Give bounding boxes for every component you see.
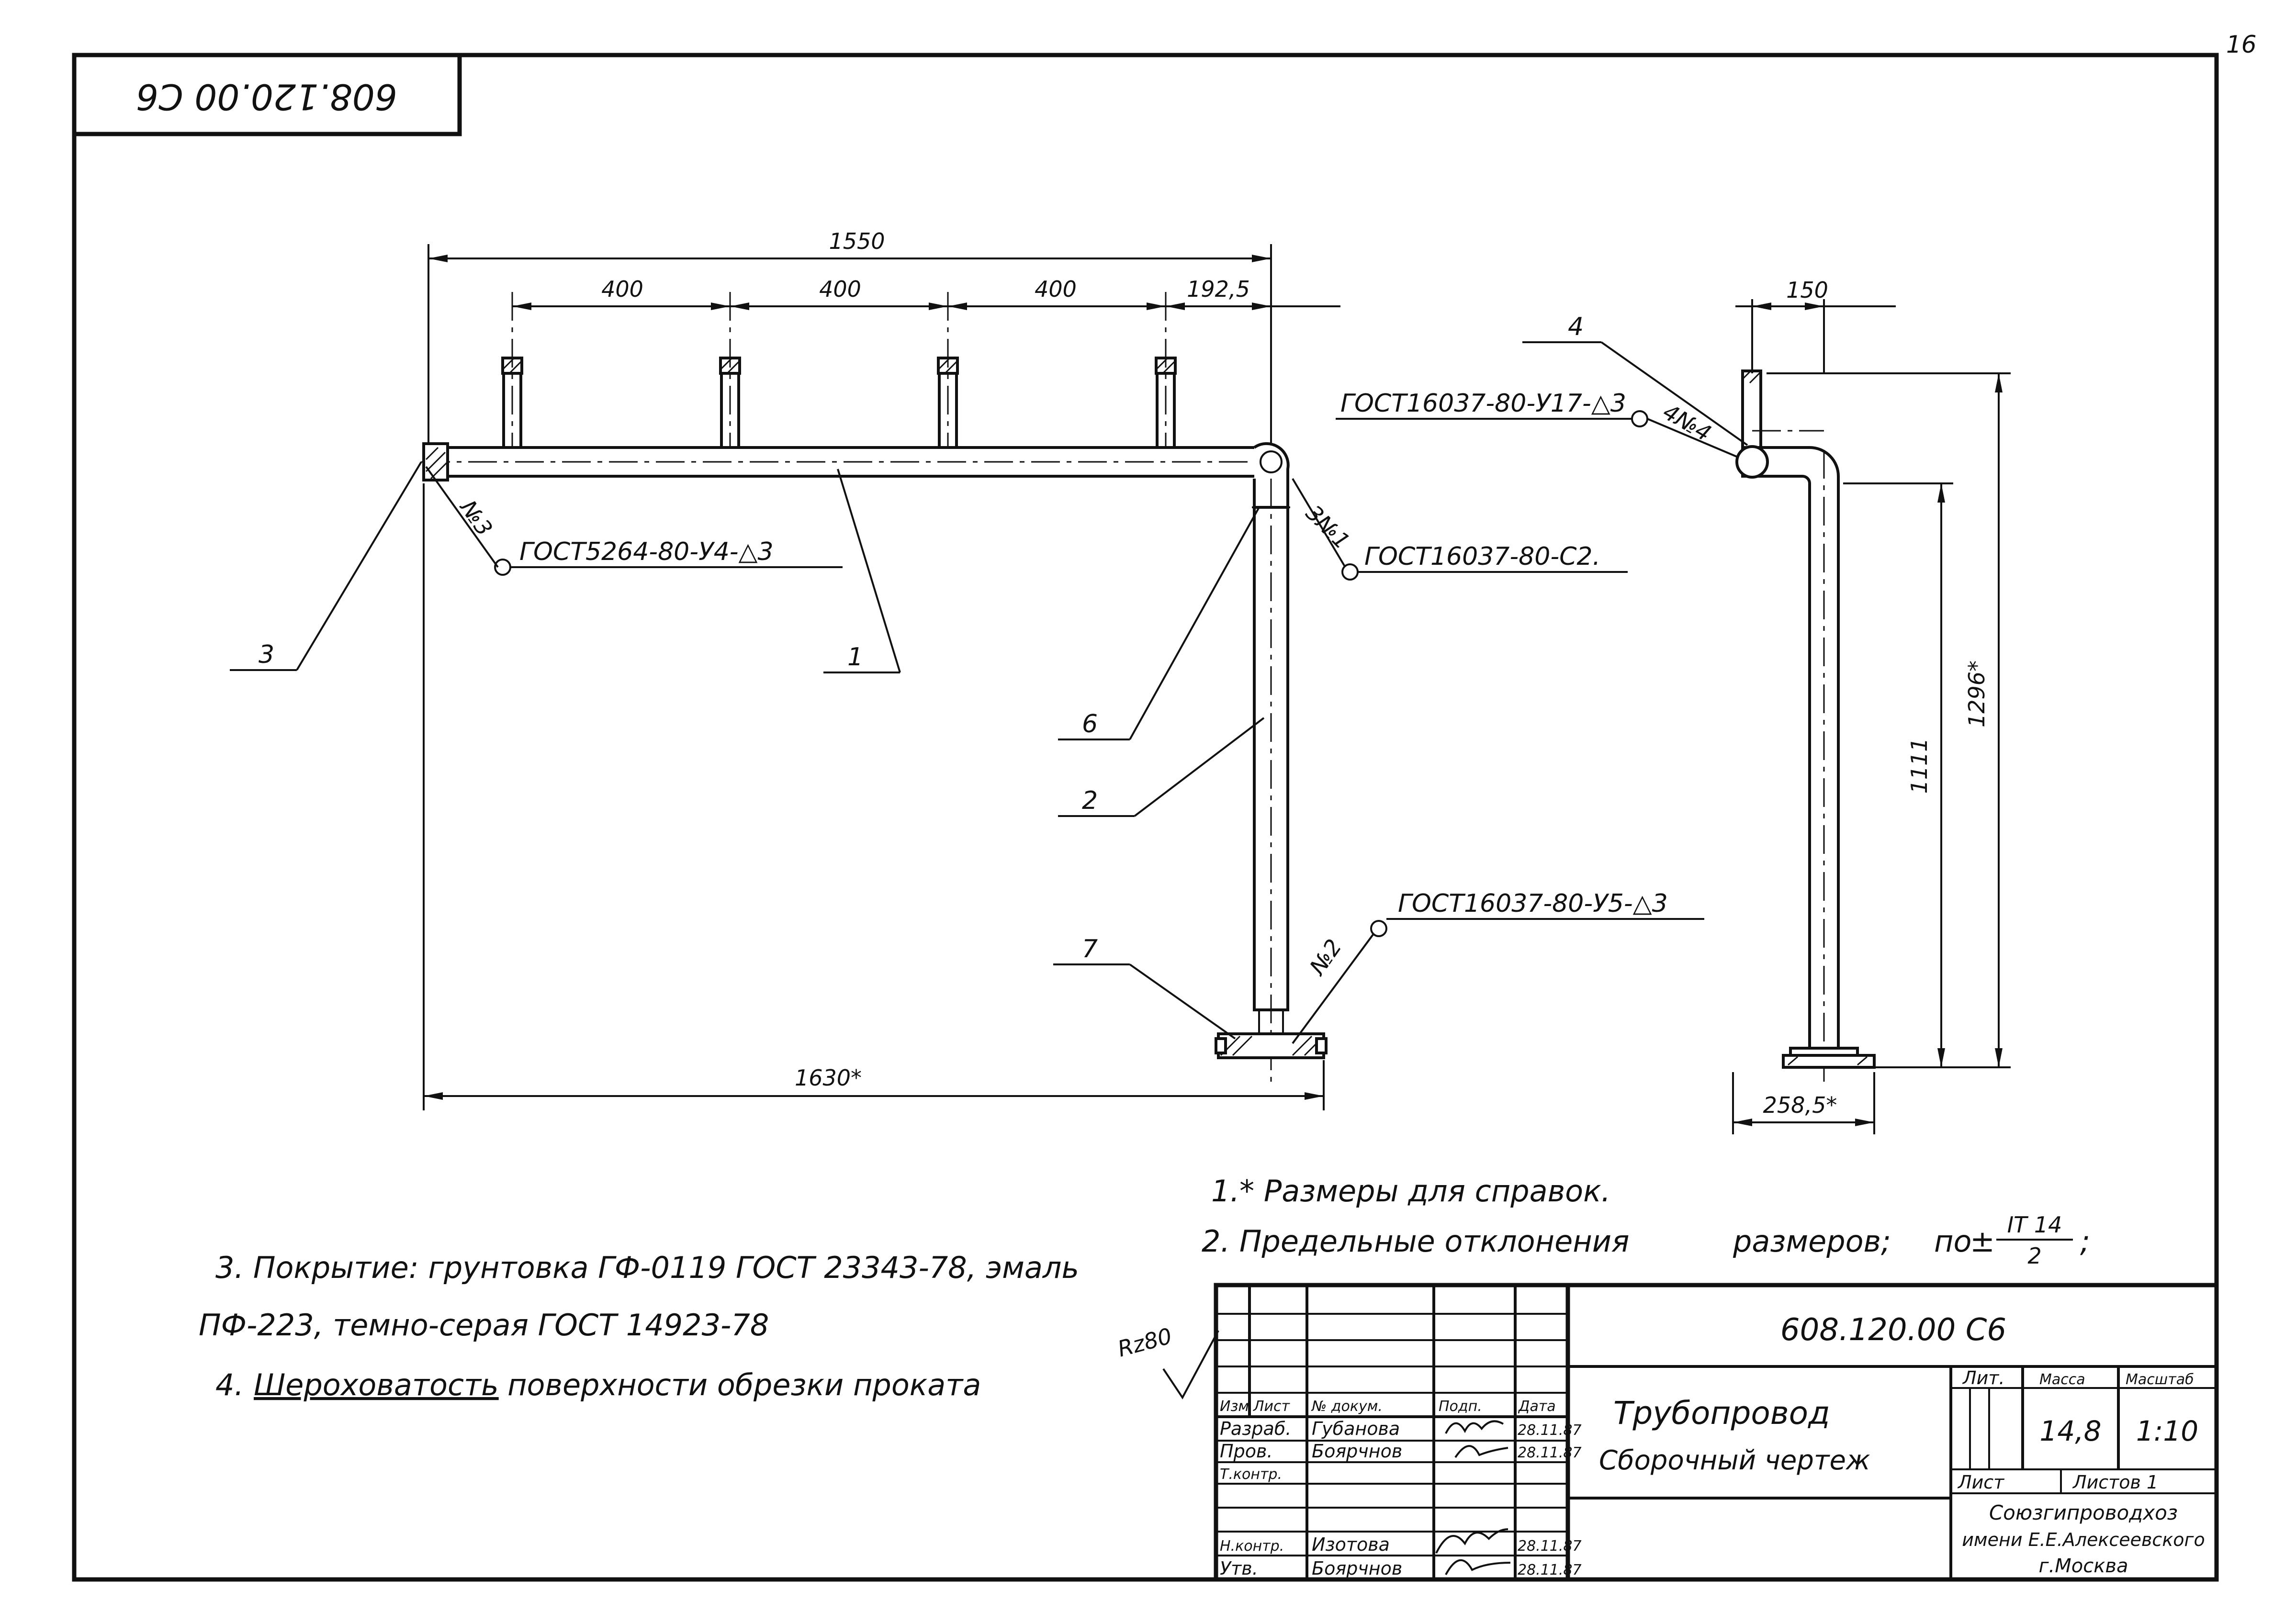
notes: 1.* Размеры для справок. 2. Предельные о… — [199, 1174, 2090, 1402]
flange — [1215, 1032, 1328, 1059]
dim-spacing-2: 400 — [819, 276, 861, 302]
tb-hdr-podp: Подп. — [1439, 1398, 1482, 1415]
note-4-b: Шероховатость — [254, 1367, 499, 1402]
note-3-a: 3. Покрытие: грунтовка ГФ-0119 ГОСТ 2334… — [215, 1250, 1079, 1285]
dim-spacing-3: 400 — [1035, 276, 1077, 302]
tb-name-prov: Боярчнов — [1312, 1441, 1402, 1462]
roughness-symbol: Rz80 — [1115, 1323, 1219, 1399]
tb-org-line1: Союзгипроводхоз — [1989, 1501, 2178, 1524]
side-view: 150 1296* 1111 258,5* ГОСТ16037-80-У17-△… — [1336, 277, 2011, 1134]
tb-scale-label: Масштаб — [2126, 1371, 2194, 1388]
bottom-dimension: 1630* — [423, 483, 1325, 1110]
part-leader-4: 4 — [1522, 313, 1748, 446]
elbow — [1253, 442, 1290, 509]
tb-role-razrab: Разраб. — [1220, 1418, 1291, 1439]
tb-name-line2: Сборочный чертеж — [1599, 1445, 1870, 1476]
note-1: 1.* Размеры для справок. — [1211, 1174, 1610, 1209]
side-dim-height: 1111 — [1906, 738, 1932, 794]
tb-mass-label: Масса — [2039, 1371, 2085, 1388]
part-leader-6: 6 — [1058, 507, 1260, 740]
tb-hdr-list: Лист — [1253, 1398, 1291, 1415]
stamp-box: 608.120.00 C6 — [74, 55, 462, 136]
part-leader-2: 2 — [1058, 717, 1265, 817]
weld-2-code: ГОСТ16037-80-У5-△3 — [1398, 889, 1668, 918]
weld-4-mark: 4№4 — [1659, 399, 1716, 447]
title-block: Изм Лист № докум. Подп. Дата Разраб. Губ… — [1214, 1283, 2219, 1582]
tb-role-tkontr: Т.контр. — [1220, 1466, 1282, 1483]
weld-callout-2: ГОСТ16037-80-У5-△3 №2 — [1292, 889, 1704, 1044]
tb-role-nkontr: Н.контр. — [1220, 1538, 1284, 1555]
side-dim-base: 258,5* — [1763, 1092, 1837, 1118]
page-number: 16 — [2226, 31, 2257, 58]
part-4-label: 4 — [1568, 313, 1584, 341]
weld-callout-4: ГОСТ16037-80-У17-△3 4№4 — [1336, 389, 1738, 458]
weld-1-code: ГОСТ16037-80-С2. — [1364, 542, 1600, 571]
note-2-b: размеров; — [1733, 1224, 1891, 1259]
tb-designation: 608.120.00 С6 — [1780, 1312, 2006, 1348]
part-7-label: 7 — [1082, 935, 1098, 963]
part-3-label: 3 — [259, 640, 274, 669]
side-dim-width: 150 — [1786, 277, 1828, 303]
tb-org-line2: имени Е.Е.Алексеевского — [1962, 1529, 2205, 1550]
tb-date-prov: 28.11.87 — [1518, 1444, 1582, 1461]
tb-hdr-data: Дата — [1518, 1398, 1556, 1415]
stamp-code: 608.120.00 C6 — [136, 76, 397, 117]
tb-date-razrab: 28.11.87 — [1518, 1422, 1582, 1439]
part-leader-3: 3 — [230, 461, 422, 671]
roughness-value: Rz80 — [1115, 1323, 1175, 1362]
note-4-a: 4. — [215, 1367, 244, 1402]
tb-name-utv: Боярчнов — [1312, 1558, 1402, 1579]
note-2-den: 2 — [2027, 1243, 2041, 1269]
note-2-pm: ± — [1970, 1224, 1995, 1259]
tb-role-prov: Пров. — [1220, 1441, 1272, 1462]
tb-date-nkontr: 28.11.87 — [1518, 1538, 1582, 1555]
dim-overall-top: 1550 — [829, 228, 885, 254]
dim-overall-bottom: 1630* — [795, 1065, 862, 1091]
tb-org-line3: г.Москва — [2039, 1555, 2128, 1577]
tb-hdr-doc: № докум. — [1311, 1398, 1383, 1415]
tb-scale-value: 1:10 — [2136, 1415, 2198, 1447]
weld-4-code: ГОСТ16037-80-У17-△3 — [1340, 389, 1626, 418]
side-dim-height-total: 1296* — [1964, 660, 1990, 728]
note-3-b: ПФ-223, темно-серая ГОСТ 14923-78 — [199, 1308, 769, 1343]
front-view: 1550 400 400 400 192,5 1630* — [230, 228, 1704, 1110]
stub-pipes — [501, 292, 1177, 449]
note-4-c: поверхности обрезки проката — [507, 1367, 981, 1402]
tb-name-line1: Трубопровод — [1613, 1395, 1830, 1432]
weld-callout-1: ГОСТ16037-80-С2. 3№1 — [1292, 478, 1628, 581]
part-2-label: 2 — [1082, 786, 1098, 815]
note-2-a: 2. Предельные отклонения — [1202, 1224, 1629, 1259]
weld-3-code: ГОСТ5264-80-У4-△3 — [519, 537, 774, 566]
part-1-label: 1 — [847, 643, 863, 672]
dim-end-offset: 192,5 — [1187, 276, 1250, 302]
weld-callout-3: ГОСТ5264-80-У4-△3 №3 — [425, 466, 843, 576]
tb-lit-label: Лит. — [1962, 1367, 2005, 1388]
tb-sheets-label: Листов 1 — [2072, 1472, 2158, 1493]
tb-role-utv: Утв. — [1220, 1558, 1258, 1579]
weld-2-mark: №2 — [1304, 934, 1347, 981]
note-2-c: по — [1934, 1224, 1971, 1259]
weld-3-mark: №3 — [454, 494, 497, 541]
tb-hdr-izm: Изм — [1220, 1398, 1249, 1415]
weld-1-mark: 3№1 — [1301, 500, 1355, 554]
tb-name-nkontr: Изотова — [1312, 1534, 1390, 1555]
note-2-end: ; — [2080, 1224, 2090, 1259]
dim-spacing-1: 400 — [601, 276, 643, 302]
part-leader-7: 7 — [1053, 935, 1236, 1040]
part-leader-1: 1 — [823, 469, 901, 673]
sheet-frame — [72, 53, 2219, 1582]
part-6-label: 6 — [1082, 710, 1098, 739]
tb-mass-value: 14,8 — [2039, 1415, 2101, 1447]
tb-sheet-label: Лист — [1957, 1472, 2005, 1493]
note-2-num: IT 14 — [2007, 1212, 2062, 1238]
tb-date-utv: 28.11.87 — [1518, 1562, 1582, 1578]
tb-name-razrab: Губанова — [1312, 1418, 1400, 1439]
top-dimensions: 1550 400 400 400 192,5 — [428, 228, 1340, 443]
